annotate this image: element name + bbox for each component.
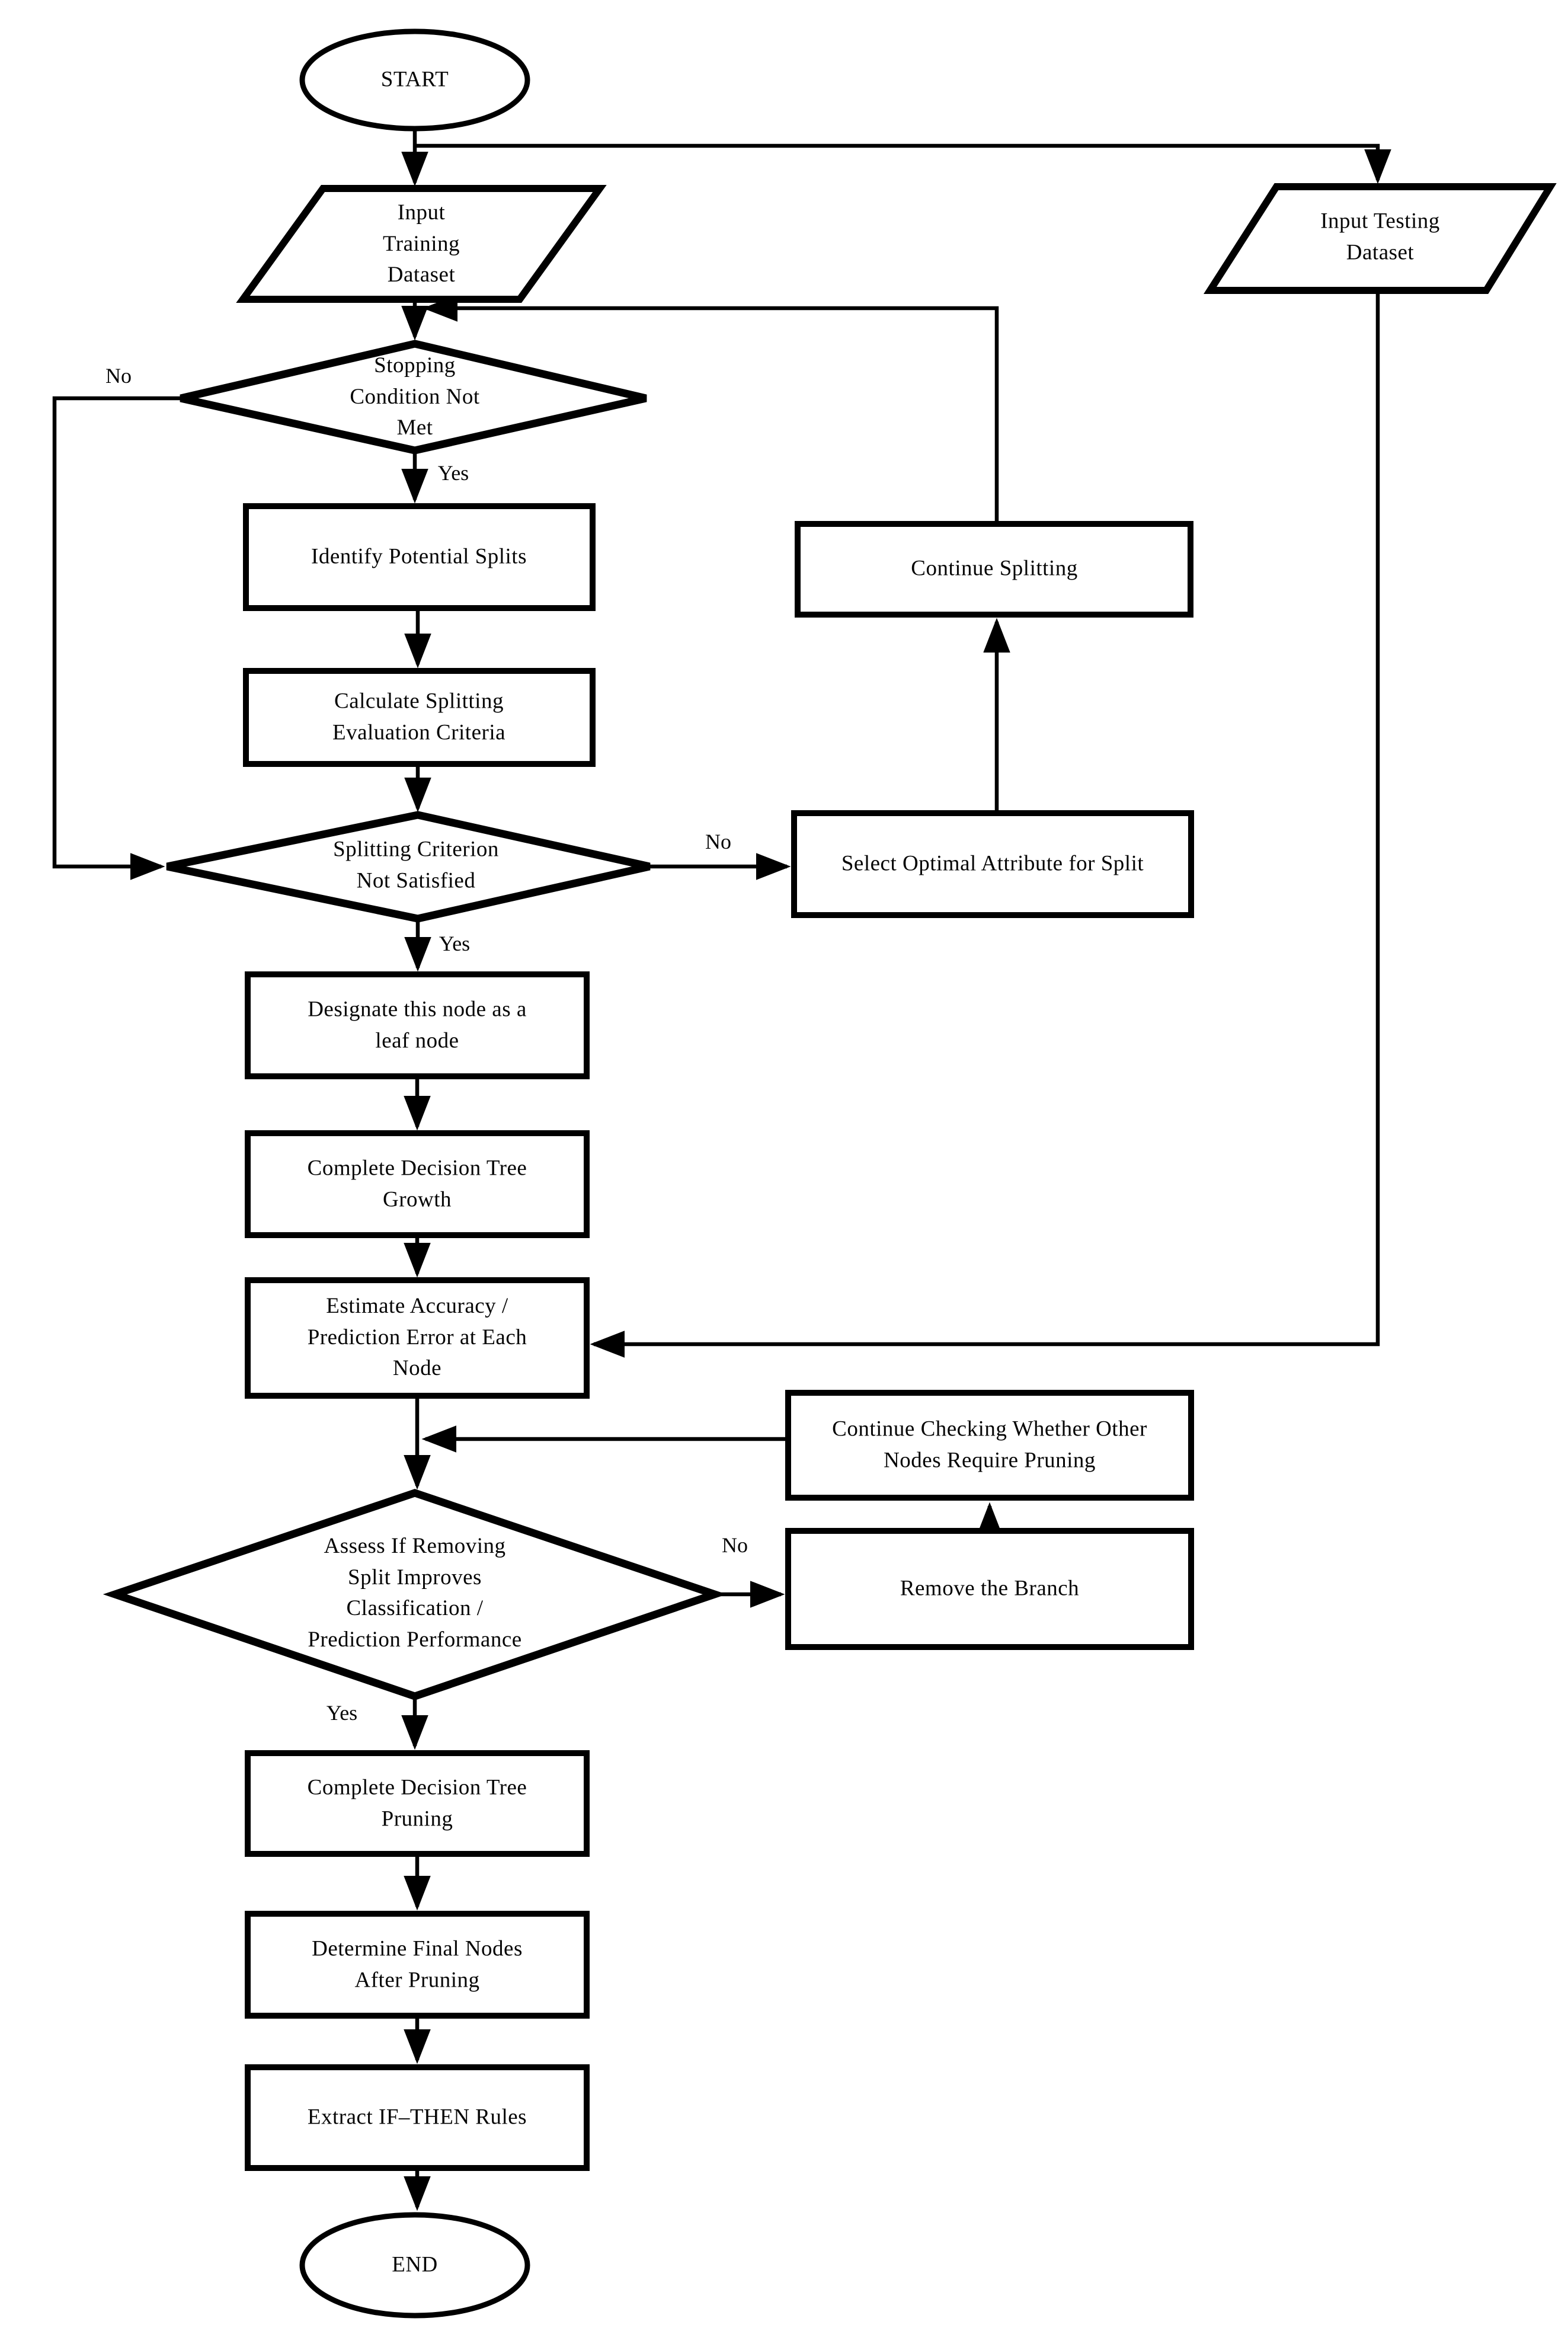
identify-splits-label: Identify Potential Splits (311, 544, 527, 569)
stopping-condition-diamond-shape (180, 340, 647, 455)
start-label: START (380, 67, 449, 92)
assess-no-label: No (722, 1533, 748, 1557)
start-terminator-shape (299, 28, 530, 132)
stopping-condition-label: Stopping Condition Not Met (350, 353, 480, 440)
identify-splits-box-shape (243, 503, 596, 611)
remove-branch-label: Remove the Branch (900, 1576, 1080, 1601)
input-testing-parallelogram-shape (1204, 183, 1557, 294)
designate-leaf-box-shape (245, 971, 590, 1079)
splitting-criterion-diamond-shape (166, 811, 651, 923)
continue-checking-box-shape (785, 1390, 1194, 1501)
input-training-parallelogram-shape (236, 185, 607, 303)
edge-continue-splitting-loopback (423, 295, 999, 524)
complete-pruning-label: Complete Decision Tree Pruning (307, 1775, 527, 1831)
continue-checking-label: Continue Checking Whether Other Nodes Re… (832, 1416, 1147, 1472)
designate-leaf-label: Designate this node as a leaf node (308, 997, 527, 1053)
assess-pruning-label: Assess If Removing Split Improves Classi… (308, 1533, 522, 1652)
remove-branch-box-shape (785, 1528, 1194, 1650)
edge-testing-to-estimate (590, 290, 1380, 1358)
determine-final-box-shape (245, 1911, 590, 2019)
edge-stopping-no-loop (52, 396, 181, 880)
assess-pruning-diamond-shape (103, 1489, 727, 1700)
continue-splitting-label: Continue Splitting (911, 556, 1078, 581)
edge-start-branch-to-testing (415, 143, 1391, 184)
select-optimal-box-shape (791, 810, 1194, 918)
continue-splitting-box-shape (795, 521, 1193, 618)
end-terminator-shape (299, 2212, 530, 2319)
input-training-label: Input Training Dataset (382, 200, 460, 287)
select-optimal-label: Select Optimal Attribute for Split (841, 851, 1144, 876)
stopping-no-label: No (105, 364, 132, 388)
input-testing-label: Input Testing Dataset (1320, 209, 1440, 264)
assess-yes-label: Yes (326, 1701, 358, 1725)
complete-pruning-box-shape (245, 1750, 590, 1857)
complete-growth-label: Complete Decision Tree Growth (307, 1156, 527, 1211)
calculate-criteria-label: Calculate Splitting Evaluation Criteria (332, 689, 506, 744)
estimate-accuracy-label: Estimate Accuracy / Prediction Error at … (307, 1294, 527, 1381)
criterion-no-label: No (705, 830, 731, 853)
calculate-criteria-box-shape (243, 668, 596, 767)
stopping-yes-label: Yes (437, 461, 469, 485)
extract-rules-box-shape (245, 2064, 590, 2171)
determine-final-label: Determine Final Nodes After Pruning (312, 1936, 523, 1992)
extract-rules-label: Extract IF–THEN Rules (307, 2105, 527, 2129)
criterion-yes-label: Yes (439, 932, 471, 955)
splitting-criterion-label: Splitting Criterion Not Satisfied (333, 837, 499, 893)
end-label: END (392, 2252, 438, 2277)
complete-growth-box-shape (245, 1130, 590, 1238)
estimate-accuracy-box-shape (245, 1277, 590, 1399)
